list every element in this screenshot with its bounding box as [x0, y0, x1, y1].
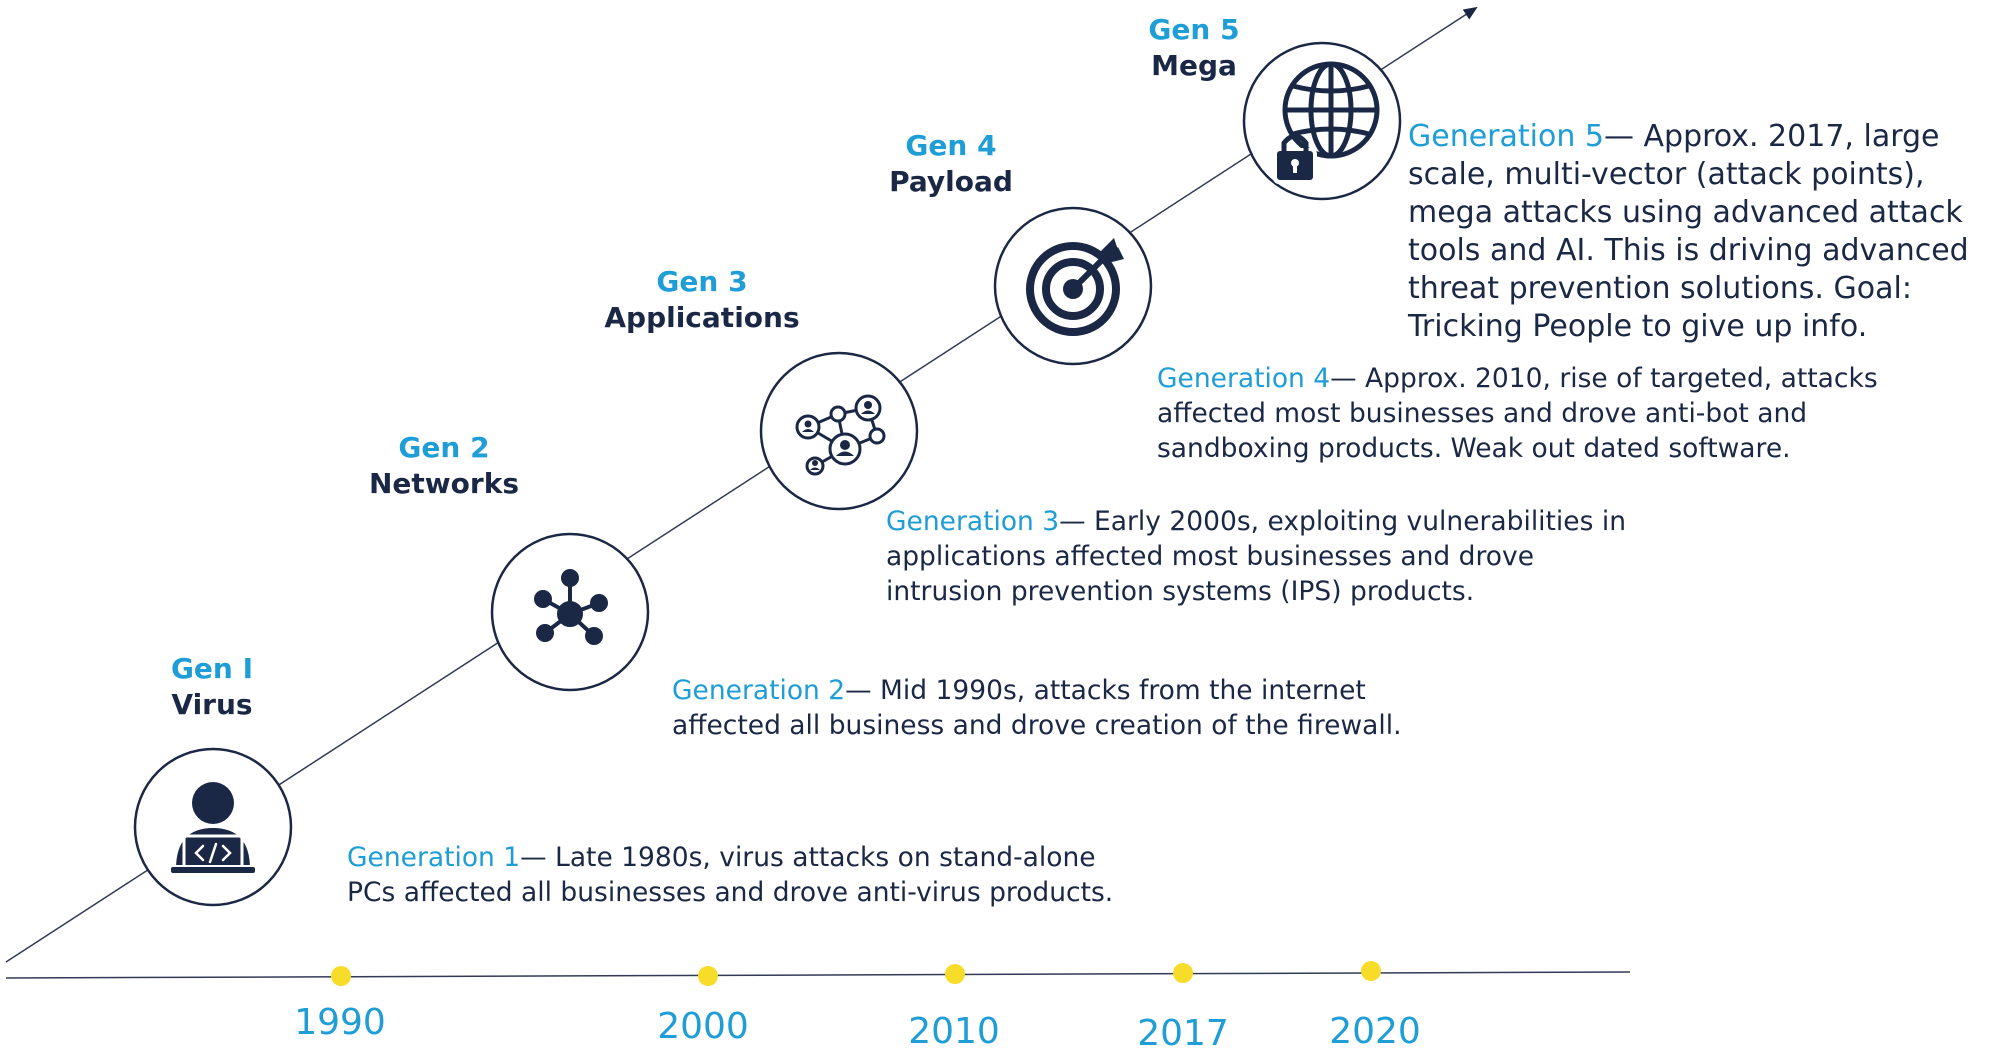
- gen-1-desc-body: — Late 1980s, virus attacks on stand-alo…: [347, 842, 1114, 908]
- year-dot-2010: [945, 964, 965, 984]
- gen-3-description: Generation 3— Early 2000s, exploiting vu…: [886, 504, 1626, 609]
- gen-5-name: Mega: [1151, 49, 1237, 82]
- gen-3-number: Gen 3: [656, 265, 748, 298]
- year-dot-2020: [1361, 961, 1381, 981]
- year-label-2000: 2000: [657, 1006, 749, 1047]
- gen-2-name: Networks: [368, 467, 519, 500]
- gen-3-title: Gen 3 Applications: [602, 264, 802, 336]
- gen-3-desc-heading: Generation 3: [886, 506, 1060, 537]
- gen-1-description: Generation 1— Late 1980s, virus attacks …: [347, 840, 1137, 910]
- year-label-1990: 1990: [294, 1002, 386, 1043]
- gen-1-name: Virus: [171, 688, 253, 721]
- gen-4-number: Gen 4: [905, 129, 997, 162]
- timeline-axis: [5, 971, 1631, 979]
- gen-4-desc-body: — Approx. 2010, rise of targeted, attack…: [1157, 363, 1878, 464]
- network-hub-icon: [534, 569, 608, 645]
- year-label-2017: 2017: [1137, 1013, 1229, 1054]
- gen-2-description: Generation 2— Mid 1990s, attacks from th…: [672, 673, 1432, 743]
- padlock-icon: [1273, 133, 1317, 184]
- gen-3-node: [759, 351, 919, 511]
- gen-5-node: [1242, 41, 1402, 201]
- gen-5-desc-body: — Approx. 2017, large scale, multi-vecto…: [1408, 119, 1969, 344]
- gen-2-desc-heading: Generation 2: [672, 675, 846, 706]
- gen-5-desc-heading: Generation 5: [1408, 119, 1604, 154]
- gen-4-desc-heading: Generation 4: [1157, 363, 1331, 394]
- gen-5-description: Generation 5— Approx. 2017, large scale,…: [1408, 118, 1990, 346]
- gen-3-name: Applications: [604, 301, 800, 334]
- gen-1-number: Gen I: [170, 652, 254, 685]
- gen-5-title: Gen 5 Mega: [1094, 12, 1294, 84]
- gen-4-title: Gen 4 Payload: [851, 128, 1051, 200]
- gen-5-number: Gen 5: [1148, 13, 1240, 46]
- gen-4-node: [993, 206, 1153, 366]
- year-dot-2017: [1173, 963, 1193, 983]
- year-label-2010: 2010: [908, 1011, 1000, 1052]
- year-dot-1990: [331, 966, 351, 986]
- gen-2-number: Gen 2: [398, 431, 490, 464]
- target-arrow-icon: [1026, 238, 1124, 336]
- gen-2-node: [490, 532, 650, 692]
- gen-4-description: Generation 4— Approx. 2010, rise of targ…: [1157, 361, 1907, 466]
- gen-1-title: Gen I Virus: [112, 651, 312, 723]
- gen-2-desc-body: — Mid 1990s, attacks from the internet a…: [672, 675, 1402, 741]
- user-laptop-code-icon: [169, 782, 257, 875]
- gen-4-name: Payload: [889, 165, 1013, 198]
- gen-3-desc-body: — Early 2000s, exploiting vulnerabilitie…: [886, 506, 1626, 607]
- year-label-2020: 2020: [1329, 1011, 1421, 1052]
- gen-1-node: [133, 747, 293, 907]
- gen-2-title: Gen 2 Networks: [344, 430, 544, 502]
- year-dot-2000: [698, 966, 718, 986]
- globe-lock-icon: [1282, 61, 1380, 159]
- gen-1-desc-heading: Generation 1: [347, 842, 521, 873]
